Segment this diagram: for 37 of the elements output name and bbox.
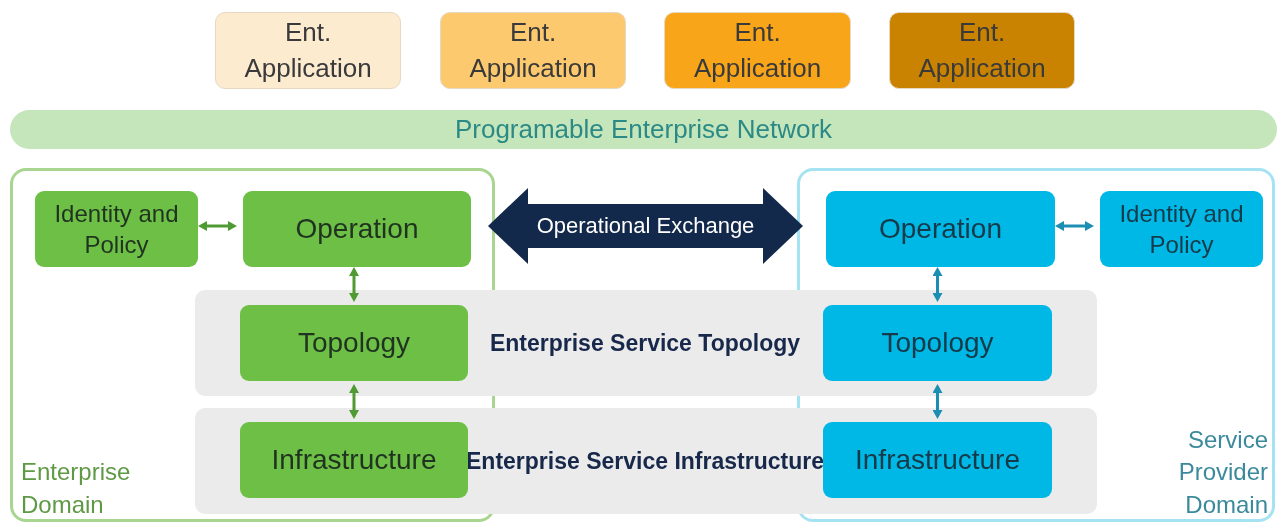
double-arrow [198, 221, 237, 231]
process-box [826, 191, 1055, 267]
box-label: Infrastructure [855, 442, 1020, 477]
application-box [215, 12, 401, 89]
box-label: Ent. Application [692, 16, 823, 85]
box-label: Identity and Policy [53, 198, 180, 260]
double-arrow [1055, 221, 1094, 231]
domain-label: Service Provider Domain [1177, 424, 1268, 520]
double-arrow [932, 384, 943, 419]
process-box [823, 422, 1052, 498]
box-label: Topology [881, 325, 994, 360]
process-box [240, 422, 468, 498]
double-arrow [488, 188, 803, 264]
band-label: Enterprise Service Topology [488, 328, 802, 358]
process-box [823, 305, 1052, 381]
identity-box [35, 191, 198, 267]
network-band [10, 110, 1277, 149]
application-box [664, 12, 851, 89]
box-label: Topology [297, 325, 411, 360]
box-label: Ent. Application [917, 16, 1047, 85]
double-arrow [349, 267, 359, 302]
double-arrow [349, 384, 359, 419]
domain-label: Enterprise Domain [21, 457, 131, 520]
process-box [240, 305, 468, 381]
box-label: Operation [879, 211, 1002, 246]
application-box [889, 12, 1075, 89]
box-label: Ent. Application [243, 16, 373, 85]
band-label: Programable Enterprise Network [454, 114, 833, 145]
identity-box [1100, 191, 1263, 267]
application-box [440, 12, 626, 89]
box-label: Ent. Application [468, 16, 598, 85]
process-box [243, 191, 471, 267]
box-label: Infrastructure [271, 442, 437, 477]
box-label: Operation [295, 211, 419, 246]
box-label: Identity and Policy [1118, 198, 1245, 260]
double-arrow [932, 267, 943, 302]
band-label: Enterprise Service Infrastructure [465, 446, 825, 476]
